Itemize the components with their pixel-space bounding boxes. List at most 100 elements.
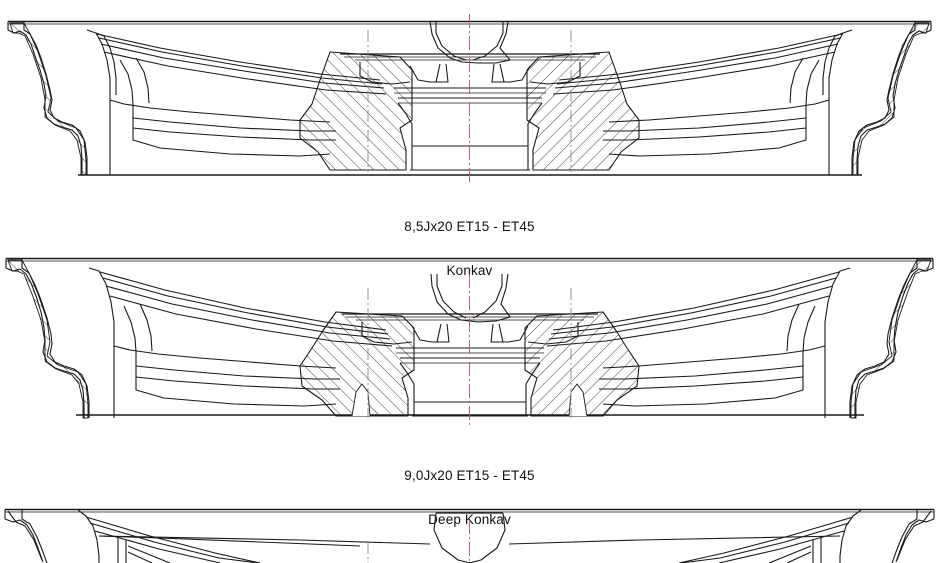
hub-rib-left — [435, 63, 449, 83]
left-spoke-fillet-a-2 — [123, 305, 137, 353]
left-flange-curve-3 — [7, 510, 43, 561]
left-flange-hatch — [9, 22, 87, 176]
right-window-hatch-b-3 — [786, 551, 812, 563]
right-spoke-ribbon-mid-3 — [680, 522, 850, 563]
right-spoke-ribbon-top-2 — [552, 271, 840, 331]
right-cavity-inner-2 — [603, 127, 807, 141]
center-barrel-left-3 — [98, 535, 431, 545]
caption-drawing-1: 8,5Jx20 ET15 - ET45 Konkav — [0, 191, 939, 307]
right-cavity-outline — [608, 104, 807, 157]
left-window-hatch-b-3 — [127, 551, 153, 563]
right-flange-hatch-2 — [850, 259, 932, 419]
right-spoke-ribbon-mid2-2 — [548, 285, 834, 340]
right-bead-seat-face — [828, 29, 853, 175]
left-cavity-outline — [132, 104, 331, 157]
relief-notch-right-2 — [568, 383, 588, 417]
left-flange-inner-3 — [21, 510, 48, 563]
hub-cone-outline-3 — [433, 512, 471, 563]
axis-lines-3 — [367, 520, 470, 563]
axis-lines-2 — [367, 274, 572, 428]
wheel-cross-section-svg-1 — [7, 14, 932, 182]
hub-bore-right-wall-2 — [525, 362, 541, 402]
wheel-section-drawing-2 — [0, 240, 939, 436]
right-spoke-ribbon-bottom — [552, 51, 836, 95]
relief-notch-left-2 — [351, 383, 371, 417]
hub-bore-right-wall — [527, 102, 543, 146]
right-spoke-ribbon-low-3 — [718, 530, 845, 563]
hub-cone-right-2 — [472, 274, 503, 319]
center-body-hatch-left-2 — [299, 311, 415, 417]
right-window-hatch-a-3 — [768, 545, 812, 563]
right-spoke-ribbon-mid2 — [554, 43, 839, 89]
left-spoke-edge-fillet — [119, 59, 134, 105]
left-spoke-ribbon-top-3 — [85, 516, 261, 563]
wheel-cross-section-svg-2 — [5, 257, 934, 428]
right-barrel-contour — [608, 99, 830, 123]
hub-cone-outline — [429, 21, 511, 64]
left-barrel-contour — [109, 99, 331, 123]
rim-outline-group-3 — [4, 508, 935, 563]
right-cavity-inner-1-2 — [599, 365, 804, 380]
left-window-hatch-a-3 — [127, 545, 171, 563]
caption-1-line-1: 8,5Jx20 ET15 - ET45 — [404, 219, 535, 234]
center-barrel-right-3 — [508, 535, 841, 545]
axis-lines-1 — [367, 14, 572, 182]
rim-outline-group-2 — [5, 257, 934, 419]
right-flange-inner — [851, 22, 916, 175]
right-flange-outer-3 — [895, 509, 935, 563]
hub-valley-left-2 — [411, 325, 441, 343]
hub-bore-left-wall — [397, 102, 413, 146]
left-cavity-outline-2 — [135, 352, 337, 407]
bolt-pocket-left — [359, 62, 411, 85]
center-body-hatch-right — [526, 51, 640, 171]
right-cavity-outline-2 — [602, 352, 804, 407]
left-bead-seat-face — [86, 29, 111, 175]
left-spoke-fillet-b-2 — [139, 303, 153, 352]
right-bead-seat-face-2 — [824, 267, 851, 418]
left-bead-seat-face-3 — [77, 509, 100, 563]
left-flange-hatch-2 — [7, 259, 89, 419]
right-cavity-inner-2-2 — [599, 376, 804, 390]
left-drop-well-wall — [95, 32, 117, 95]
right-flange-hatch — [852, 22, 930, 176]
hub-cone-right-3 — [468, 512, 506, 563]
bolt-pocket-left-2 — [361, 322, 413, 345]
right-spoke-ribbon-top — [558, 33, 843, 81]
hub-cone-outline-2 — [430, 273, 511, 323]
left-flange-outer-3 — [4, 509, 44, 563]
hub-valley-right-2 — [499, 325, 529, 343]
caption-drawing-2: 9,0Jx20 ET15 - ET45 Deep Konkav — [0, 440, 939, 556]
right-flange-curve-3 — [896, 510, 932, 561]
right-bead-seat-face-3 — [839, 509, 862, 563]
right-spoke-edge-fillet2 — [789, 57, 804, 104]
left-spoke-edge-fillet2 — [135, 57, 150, 104]
hub-cone-left-2 — [436, 274, 467, 319]
hub-rib-right — [491, 63, 505, 83]
right-barrel-contour-2 — [602, 345, 826, 369]
right-drop-well-wall — [822, 32, 844, 95]
right-spoke-fillet-a-2 — [802, 305, 816, 353]
center-body-hatch-left — [299, 51, 413, 171]
hub-valley-right — [500, 65, 531, 83]
right-spoke-ribbon-mid1 — [556, 37, 841, 85]
caption-2-line-1: 9,0Jx20 ET15 - ET45 — [404, 468, 535, 483]
caption-1-line-2: Konkav — [446, 262, 493, 278]
left-bead-seat-face-2 — [88, 267, 115, 418]
wheel-section-drawing-3 — [0, 490, 939, 563]
hub-rib-right-2 — [490, 323, 504, 343]
right-spoke-ribbon-mid1-2 — [550, 277, 837, 335]
rim-outline-group-1 — [7, 20, 932, 176]
wheel-cross-section-svg-3 — [4, 508, 935, 563]
hub-valley-left — [409, 65, 440, 83]
right-spoke-fillet-b-2 — [786, 303, 800, 352]
right-flange-inner-3 — [891, 510, 918, 563]
right-spoke-ribbon-top-3 — [678, 516, 854, 563]
hub-bore-left-wall-2 — [399, 362, 415, 402]
right-cavity-inner-1 — [603, 117, 807, 132]
hub-rib-left-2 — [436, 323, 450, 343]
right-spoke-edge-fillet — [805, 59, 820, 105]
caption-2-line-2: Deep Konkav — [428, 511, 511, 527]
right-spoke-ribbon-bottom-2 — [546, 295, 830, 347]
left-spoke-ribbon-mid-3 — [89, 522, 259, 563]
